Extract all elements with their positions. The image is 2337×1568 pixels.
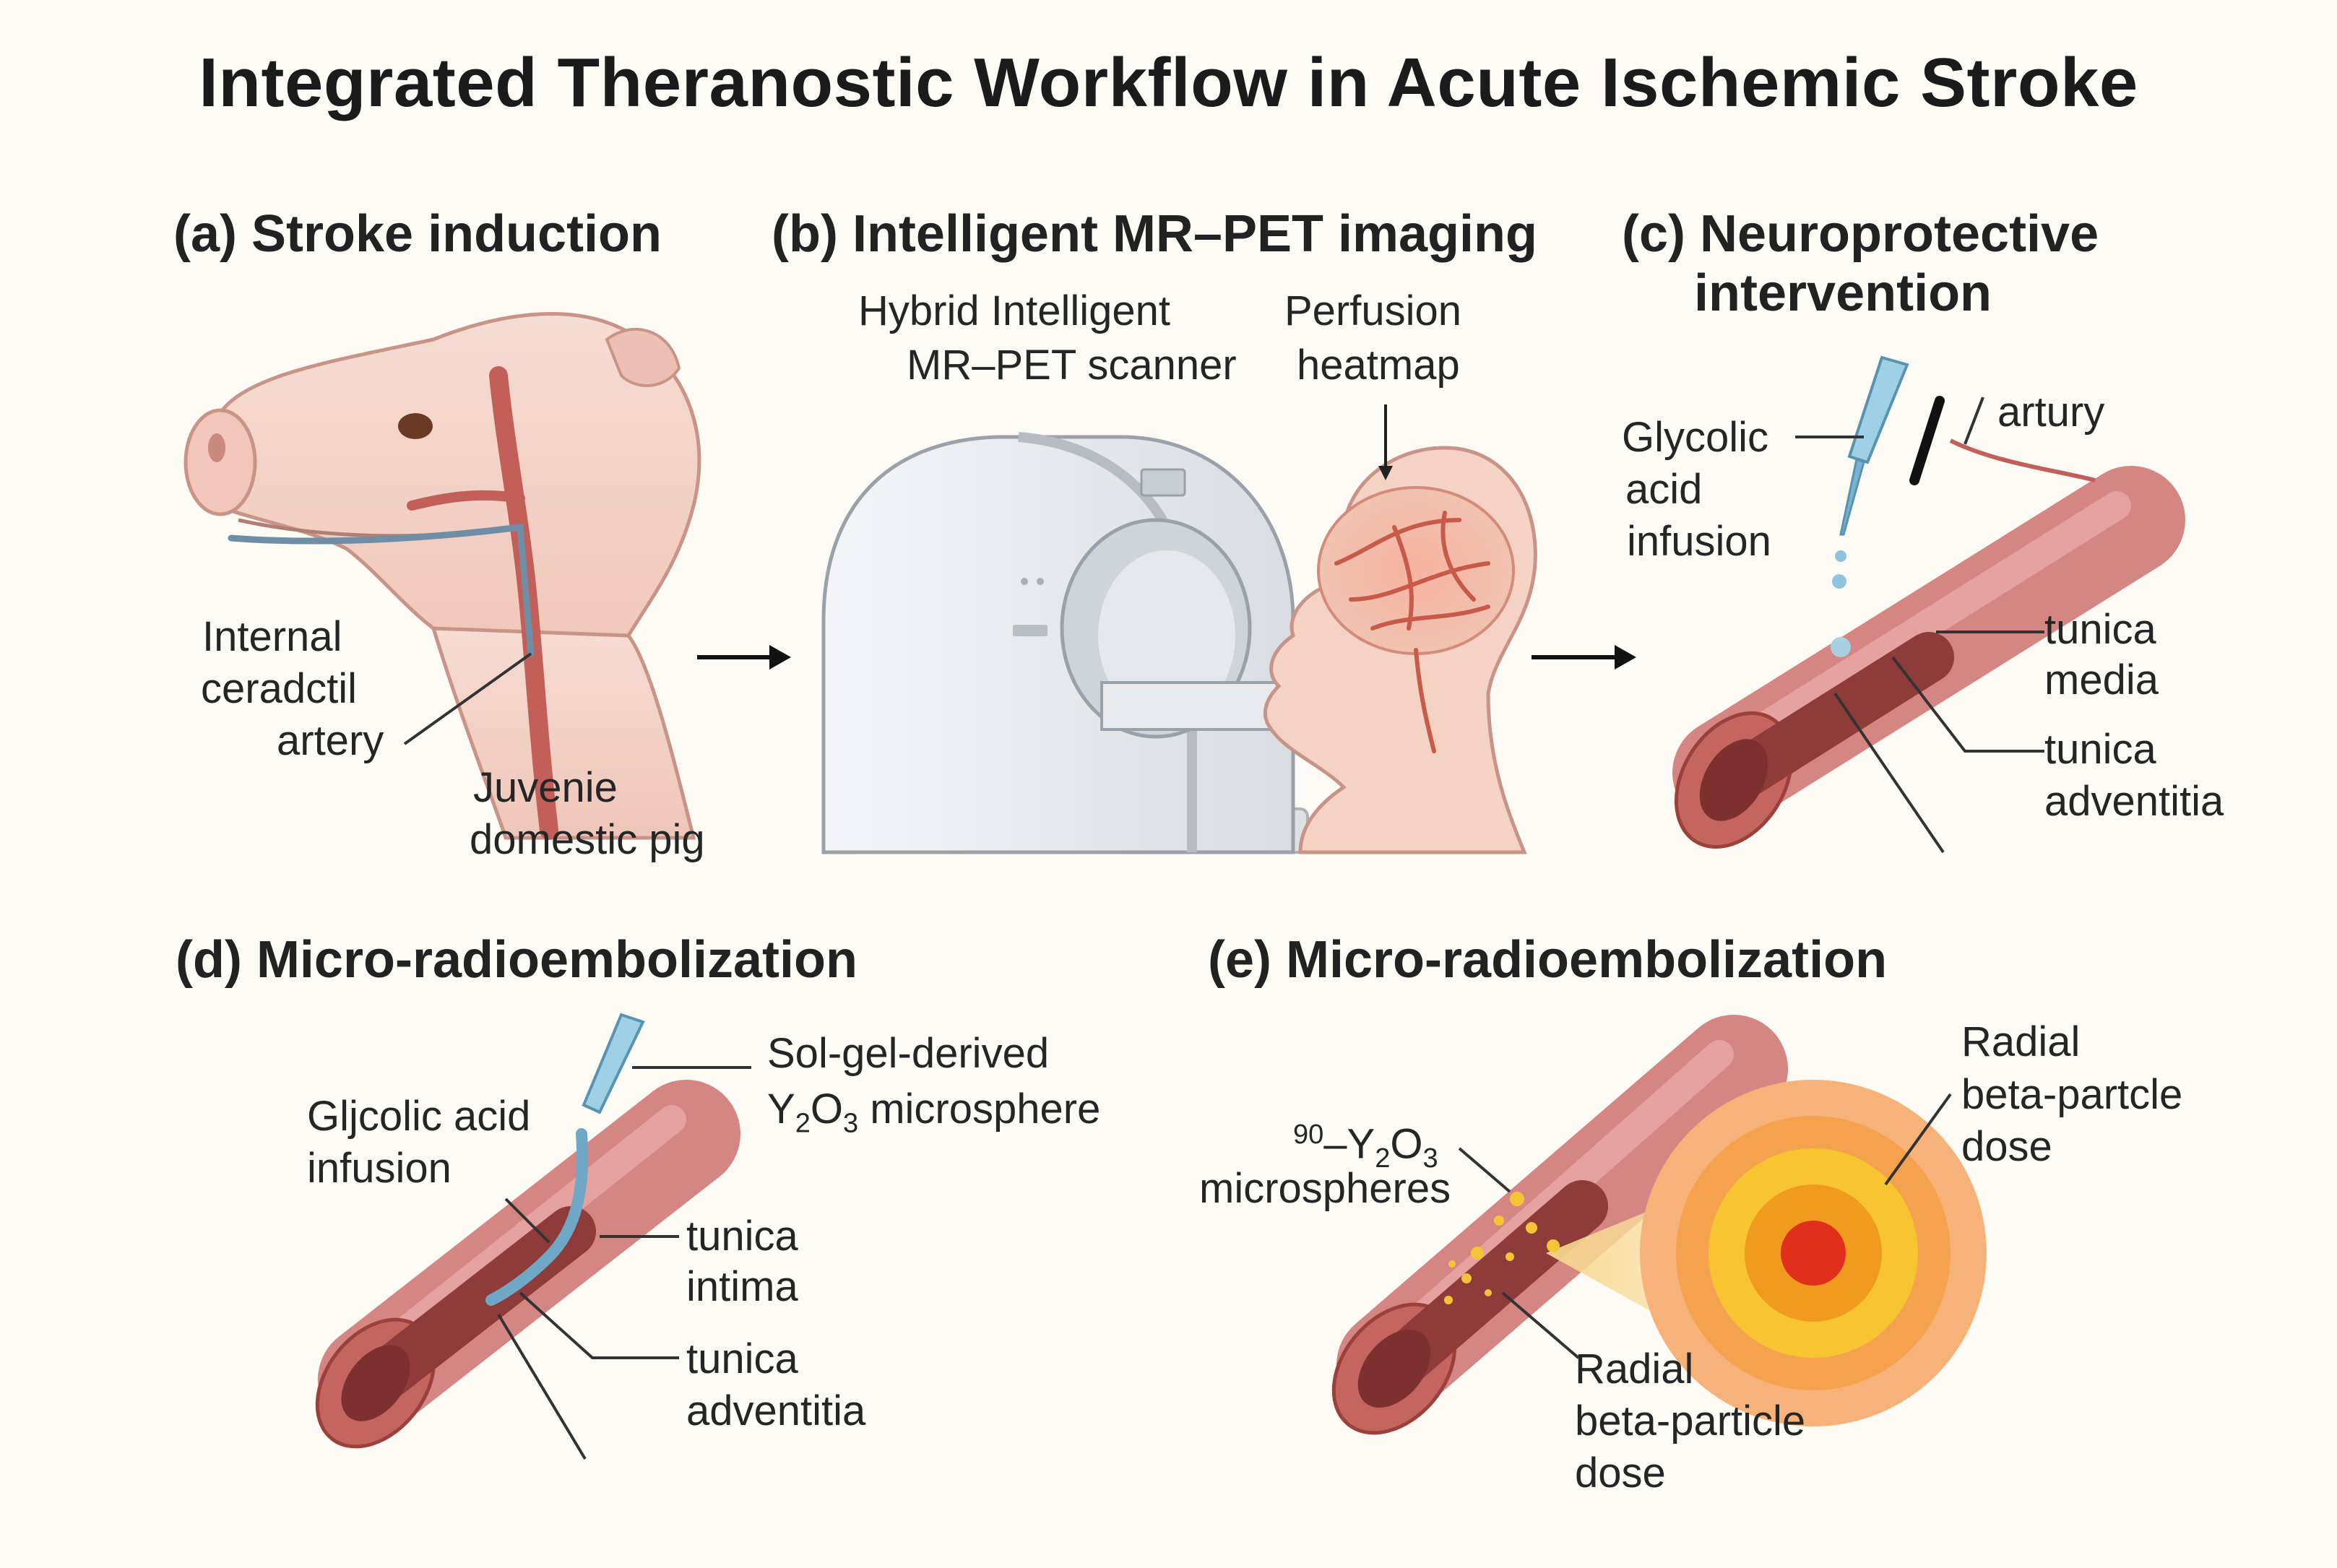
scanner-led-2 (1037, 578, 1044, 585)
syringe-barrel (1847, 355, 1909, 464)
label-dose-bottom-l3: dose (1575, 1450, 1666, 1496)
catheter-line (485, 1128, 589, 1306)
label-solgel-l1: Sol-gel-derived (767, 1030, 1050, 1077)
label-heatmap-l1: Perfusion (1284, 287, 1462, 334)
scanner-bore-inner (1098, 550, 1235, 721)
vessel-e-lumen-end (1357, 1329, 1431, 1408)
label-dose-bottom-l2: beta-particle (1575, 1398, 1806, 1444)
artery-leader-line (403, 652, 532, 745)
label-glycolic-l1: Glycolic (1622, 414, 1769, 461)
label-scanner-l2: MR–PET scanner (907, 342, 1237, 389)
label-heatmap-l2: heatmap (1297, 342, 1460, 389)
label-intima-l2: intima (686, 1263, 798, 1310)
label-gljcolic-l2: infusion (307, 1145, 452, 1192)
vessel-c-highlight (1734, 491, 2131, 751)
panel-b-title: (b) Intelligent MR–PET imaging (772, 205, 1537, 263)
panel-c-title-line2: intervention (1694, 264, 1992, 322)
label-media-l2: media (2044, 657, 2159, 703)
label-artery-l3: artery (277, 717, 384, 764)
label-adventitia-c-l2: adventitia (2044, 778, 2224, 825)
artury-marker (1909, 396, 2096, 485)
carotid-branch (407, 490, 525, 511)
pig-eye (398, 413, 433, 439)
leader-lumen (1833, 692, 1945, 854)
syringe-drop-1 (1835, 550, 1846, 562)
dose-core (1781, 1221, 1846, 1286)
catheter-syringe (582, 1013, 645, 1114)
page-title: Integrated Theranostic Workflow in Acute… (199, 44, 2138, 121)
scanner-display (1140, 468, 1186, 497)
panel-c-title-line1: (c) Neuroprotective (1622, 205, 2099, 263)
scanner-badge (1013, 625, 1047, 636)
leader-artury (1964, 397, 1984, 445)
panel-e-title: (e) Micro-radioembolization (1208, 931, 1888, 989)
label-microspheres-l1: 90–Y2O3 (1293, 1119, 1438, 1174)
pig-snout (183, 408, 257, 516)
label-pig-l2: domestic pig (470, 816, 705, 863)
label-dose-right-l2: beta-partcle (1961, 1071, 2183, 1118)
leader-dose-right (1884, 1093, 1952, 1186)
label-adventitia-c-l1: tunica (2044, 726, 2156, 773)
head-silhouette (1263, 446, 1537, 854)
label-gljcolic-l1: Gljcolic acid (307, 1093, 531, 1140)
leader-adventitia (1891, 656, 2044, 753)
leader-gljcolic (504, 1197, 550, 1244)
brain-vessels (1334, 511, 1490, 753)
panel-d-title: (d) Micro-radioembolization (176, 931, 858, 989)
label-intima-l1: tunica (686, 1213, 798, 1260)
leaders-c (1795, 397, 2044, 854)
label-solgel-l2: Y2O3 microsphere (767, 1086, 1101, 1139)
vessel-e (1331, 1015, 1788, 1435)
pig-ear (605, 327, 681, 387)
label-glycolic-l3: infusion (1627, 518, 1771, 565)
microcatheter-d (485, 1013, 645, 1306)
syringe-drop-2 (1832, 574, 1846, 589)
pig-catheter (228, 523, 535, 657)
label-glycolic-l2: acid (1625, 466, 1703, 513)
label-dose-bottom-l1: Radial (1575, 1346, 1694, 1392)
label-pig-l1: Juvenie (473, 764, 618, 811)
leader-adventitia-d (519, 1291, 679, 1359)
label-media-l1: tunica (2044, 606, 2156, 653)
label-scanner-l1: Hybrid Intelligent (858, 287, 1170, 334)
microspheres (1444, 1192, 1560, 1304)
vessel-d-lumen-end (341, 1345, 410, 1421)
pig-illustration (183, 312, 701, 840)
leader-dose-bottom (1501, 1291, 1580, 1359)
label-microspheres-l2: microspheres (1199, 1165, 1451, 1212)
pig-nostril (208, 433, 225, 462)
label-artery-l1: Internal (202, 613, 342, 660)
vessel-c-lumen-end (1699, 739, 1768, 821)
scanner-led-1 (1021, 578, 1028, 585)
vessel-c (1672, 466, 2185, 849)
label-artury: artury (1997, 389, 2105, 436)
pig-neck (431, 626, 696, 840)
arrow-b-to-c (1532, 645, 1636, 670)
label-artery-l2: ceradctil (201, 665, 357, 712)
heatmap-pointer (1378, 404, 1393, 480)
leaders-d (497, 1066, 751, 1460)
brain-heatmap (1317, 486, 1515, 655)
leader-lumen-d (497, 1313, 587, 1460)
vessel-d (315, 1080, 740, 1449)
panel-a-title: (a) Stroke induction (173, 205, 662, 263)
arrow-a-to-b (697, 645, 791, 670)
label-dose-right-l3: dose (1961, 1123, 2052, 1170)
label-adventitia-d-l1: tunica (686, 1335, 798, 1382)
leader-microspheres (1458, 1147, 1511, 1193)
syringe-drop-3 (1831, 637, 1851, 657)
leaders-e (1458, 1093, 1952, 1359)
syringe-tip (1839, 457, 1865, 536)
label-adventitia-d-l2: adventitia (686, 1387, 866, 1434)
scanner-illustration (821, 432, 1352, 854)
label-dose-right-l1: Radial (1961, 1018, 2081, 1065)
